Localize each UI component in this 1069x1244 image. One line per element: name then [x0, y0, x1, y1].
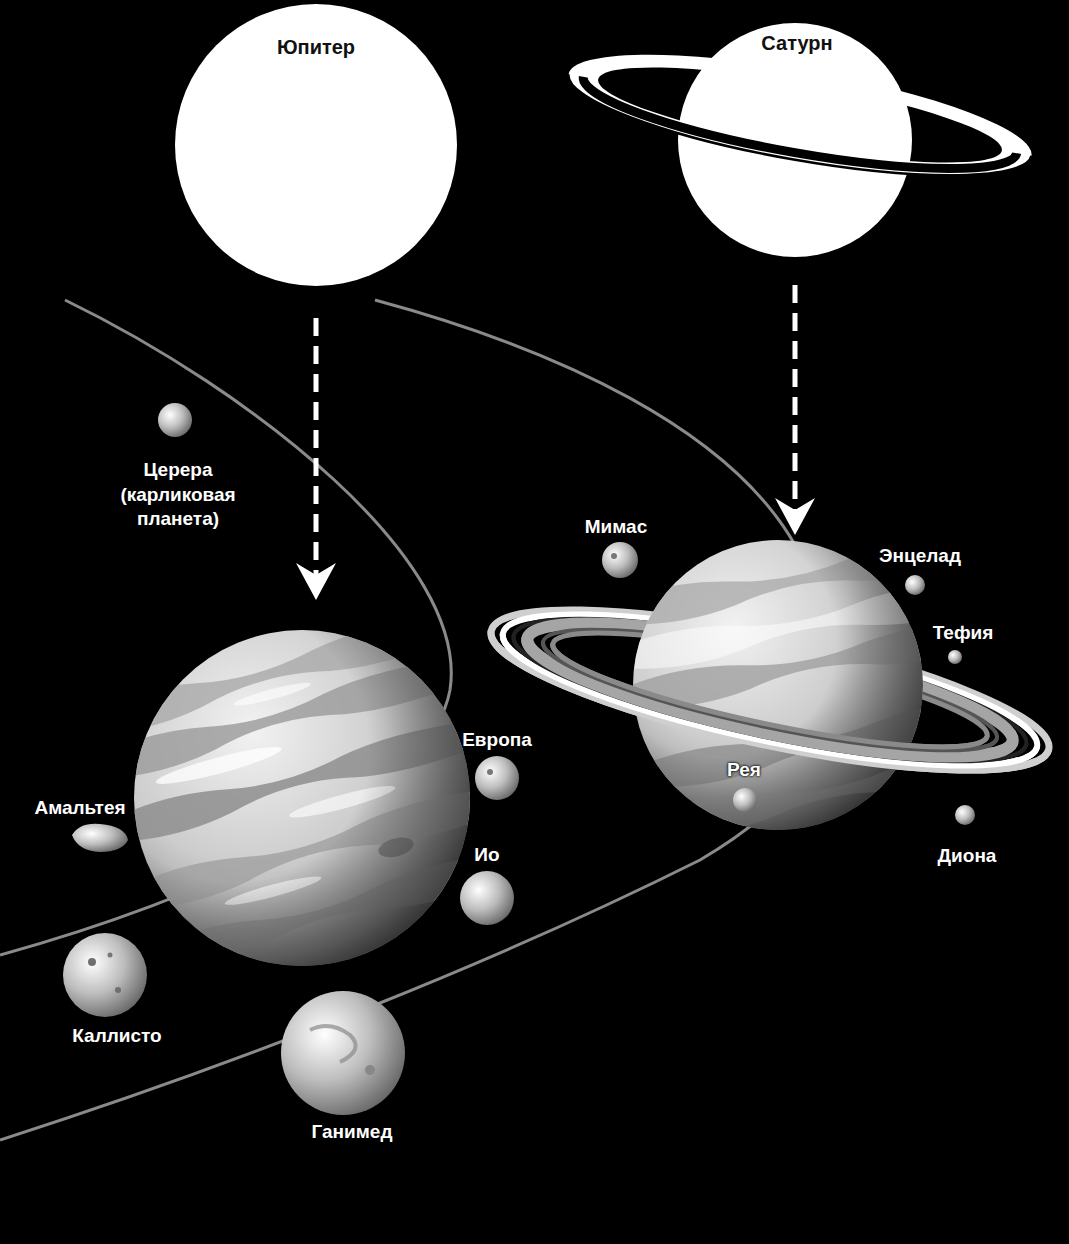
moon-name: Европа	[462, 728, 532, 753]
moon-name: Амальтея	[34, 796, 125, 821]
ringed-planet: Сатурн	[545, 15, 1045, 265]
moon-name: Диона	[938, 844, 997, 869]
jupiter-planet	[79, 606, 529, 979]
dwarf-planet-name: Церера (карликовая планета)	[120, 458, 235, 532]
planet-name: Юпитер	[277, 35, 355, 59]
planet-name: Сатурн	[761, 31, 832, 55]
moon-name: Энцелад	[879, 544, 961, 569]
saturn-planet	[612, 527, 1040, 843]
ceres-sphere	[158, 403, 192, 437]
saturn-moons	[602, 542, 975, 825]
saturn-rings-front	[480, 577, 1060, 803]
moon-name: Ио	[474, 843, 499, 868]
moon-name: Мимас	[585, 515, 647, 540]
moon-name: Рея	[727, 758, 761, 783]
moon-name: Ганимед	[312, 1120, 393, 1145]
moon-name: Тефия	[933, 621, 994, 646]
planet-circle: Юпитер	[174, 3, 458, 287]
moon-name: Каллисто	[72, 1024, 161, 1049]
jupiter-moons	[63, 756, 519, 1115]
